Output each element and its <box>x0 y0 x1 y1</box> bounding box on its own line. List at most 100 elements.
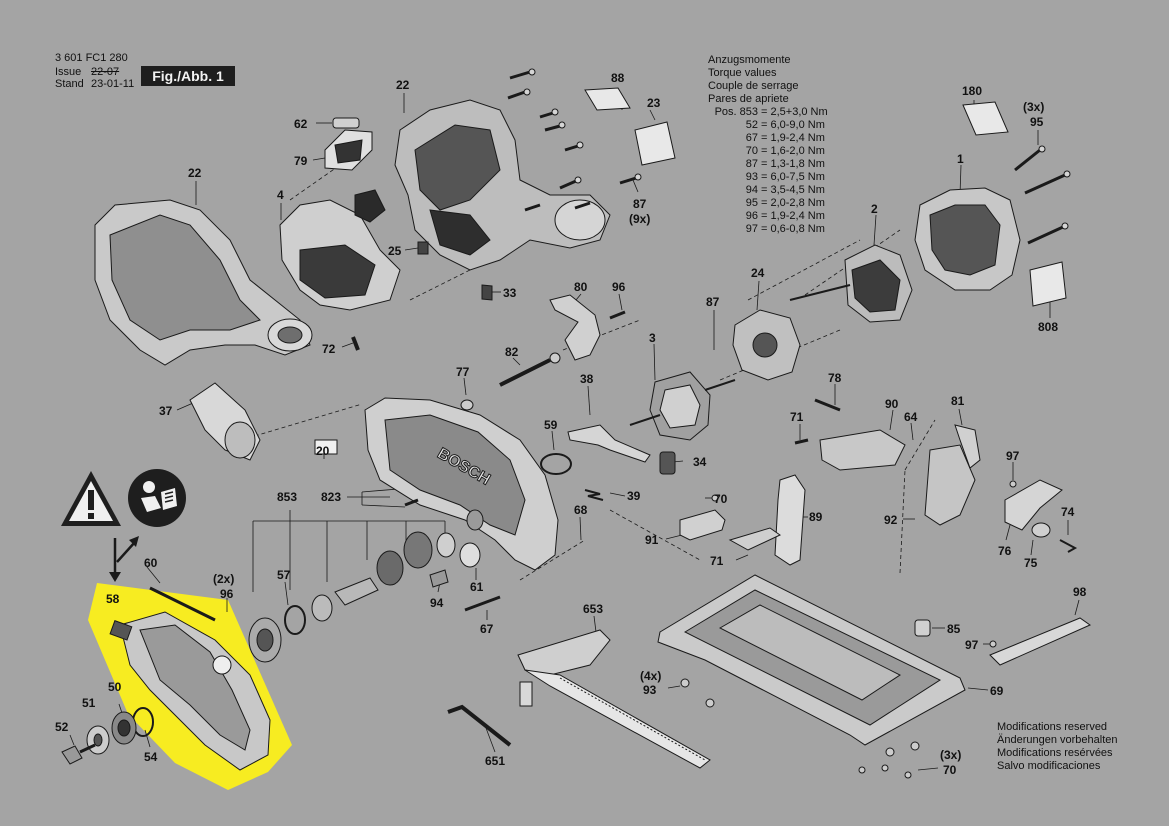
footer-line-3: Modifications resérvées <box>997 747 1113 759</box>
housing-half-right <box>394 99 611 271</box>
read-manual-icon <box>128 469 186 527</box>
torque-value: = 1,6-2,0 Nm <box>761 145 825 157</box>
callout-3x-bottom: (3x) <box>940 748 962 762</box>
callout-1: 1 <box>957 152 964 166</box>
torque-position: 52 <box>745 119 758 131</box>
blade-guard-58 <box>109 586 271 771</box>
base-plate <box>657 574 966 746</box>
footer-line-4: Salvo modificaciones <box>997 760 1101 772</box>
callout-71-bottom: 71 <box>710 554 724 568</box>
torque-row: 93= 6,0-7,5 Nm <box>708 171 828 184</box>
bevel-parts <box>679 398 1078 566</box>
stand-label: Stand <box>55 78 84 90</box>
callout-39: 39 <box>627 489 641 503</box>
callout-64: 64 <box>904 410 918 424</box>
callout-82: 82 <box>505 345 519 359</box>
torque-row: 95= 2,0-2,8 Nm <box>708 197 828 210</box>
callout-4: 4 <box>277 188 284 202</box>
callout-4x: (4x) <box>640 669 662 683</box>
callout-77: 77 <box>456 365 470 379</box>
callout-51: 51 <box>82 696 96 710</box>
callout-87-top: 87 <box>633 197 647 211</box>
parallel-guide <box>517 629 711 769</box>
callout-24: 24 <box>751 266 765 280</box>
torque-title-3: Couple de serrage <box>708 80 799 92</box>
gear-housing: BOSCH <box>314 397 559 571</box>
callout-853: 853 <box>277 490 298 504</box>
callout-97-top: 97 <box>1006 449 1020 463</box>
switch-module <box>279 189 401 311</box>
leader-lines <box>247 164 936 592</box>
callout-74: 74 <box>1061 505 1075 519</box>
torque-position: Pos. 853 <box>714 106 758 118</box>
callout-98: 98 <box>1073 585 1087 599</box>
small-parts-top-left <box>324 117 493 351</box>
modifications-note: Modifications reserved Änderungen vorbeh… <box>997 721 1117 773</box>
callout-60: 60 <box>144 556 158 570</box>
motor-housing <box>914 187 1021 291</box>
torque-position: 93 <box>745 171 758 183</box>
callout-92: 92 <box>884 513 898 527</box>
callout-180: 180 <box>962 84 983 98</box>
callout-72: 72 <box>322 342 336 356</box>
callout-68: 68 <box>574 503 588 517</box>
torque-value: = 0,6-0,8 Nm <box>761 223 825 235</box>
torque-row: 67= 1,9-2,4 Nm <box>708 132 828 145</box>
callout-808: 808 <box>1038 320 1059 334</box>
callout-75: 75 <box>1024 556 1038 570</box>
torque-title-4: Pares de apriete <box>708 93 789 105</box>
figure-label: Fig./Abb. 1 <box>141 66 235 86</box>
armature <box>629 371 736 441</box>
brush-plate <box>732 309 801 381</box>
torque-value: = 6,0-7,5 Nm <box>761 171 825 183</box>
footer-line-2: Änderungen vorbehalten <box>997 734 1118 746</box>
issue-label: Issue <box>55 66 82 78</box>
torque-position: 94 <box>745 184 758 196</box>
torque-value: = 3,5-4,5 Nm <box>761 184 825 196</box>
torque-value: = 6,0-9,0 Nm <box>761 119 825 131</box>
callout-76: 76 <box>998 544 1012 558</box>
allen-key <box>447 704 512 747</box>
footer-line-1: Modifications reserved <box>997 721 1108 733</box>
torque-value: = 1,3-1,8 Nm <box>761 158 825 170</box>
callout-651: 651 <box>485 754 506 768</box>
label-sheets <box>584 87 1067 307</box>
callout-34: 34 <box>693 455 707 469</box>
torque-position: 70 <box>745 145 758 157</box>
callout-3: 3 <box>649 331 656 345</box>
callout-58: 58 <box>106 592 120 606</box>
callout-71-top: 71 <box>790 410 804 424</box>
callout-22-top: 22 <box>396 78 410 92</box>
warning-triangle-icon <box>61 471 121 526</box>
blade-flanges <box>61 707 154 765</box>
stand-date: 23-01-11 <box>91 78 135 90</box>
callout-96-mid: 96 <box>612 280 626 294</box>
callout-37: 37 <box>159 404 173 418</box>
callout-97-bottom: 97 <box>965 638 979 652</box>
callout-59: 59 <box>544 418 558 432</box>
torque-position: 67 <box>745 132 758 144</box>
drawing-number: 3 601 FC1 280 <box>55 52 128 64</box>
torque-value: = 1,9-2,4 Nm <box>761 210 825 222</box>
lock-lever-area <box>540 424 676 501</box>
callout-93: 93 <box>643 683 657 697</box>
callout-9x: (9x) <box>629 212 651 226</box>
torque-position: 87 <box>745 158 758 170</box>
torque-row: 96= 1,9-2,4 Nm <box>708 210 828 223</box>
bottom-right-parts <box>239 444 1092 779</box>
torque-position: 96 <box>745 210 758 222</box>
callout-85: 85 <box>947 622 961 636</box>
callout-79: 79 <box>294 154 308 168</box>
callout-81: 81 <box>951 394 965 408</box>
callout-87-mid: 87 <box>706 295 720 309</box>
torque-value: = 2,5+3,0 Nm <box>761 106 828 118</box>
dust-nozzle <box>189 382 261 461</box>
callout-80: 80 <box>574 280 588 294</box>
gear-train <box>248 498 501 663</box>
callout-3x-top: (3x) <box>1023 100 1045 114</box>
torque-row: 94= 3,5-4,5 Nm <box>708 184 828 197</box>
callout-23: 23 <box>647 96 661 110</box>
